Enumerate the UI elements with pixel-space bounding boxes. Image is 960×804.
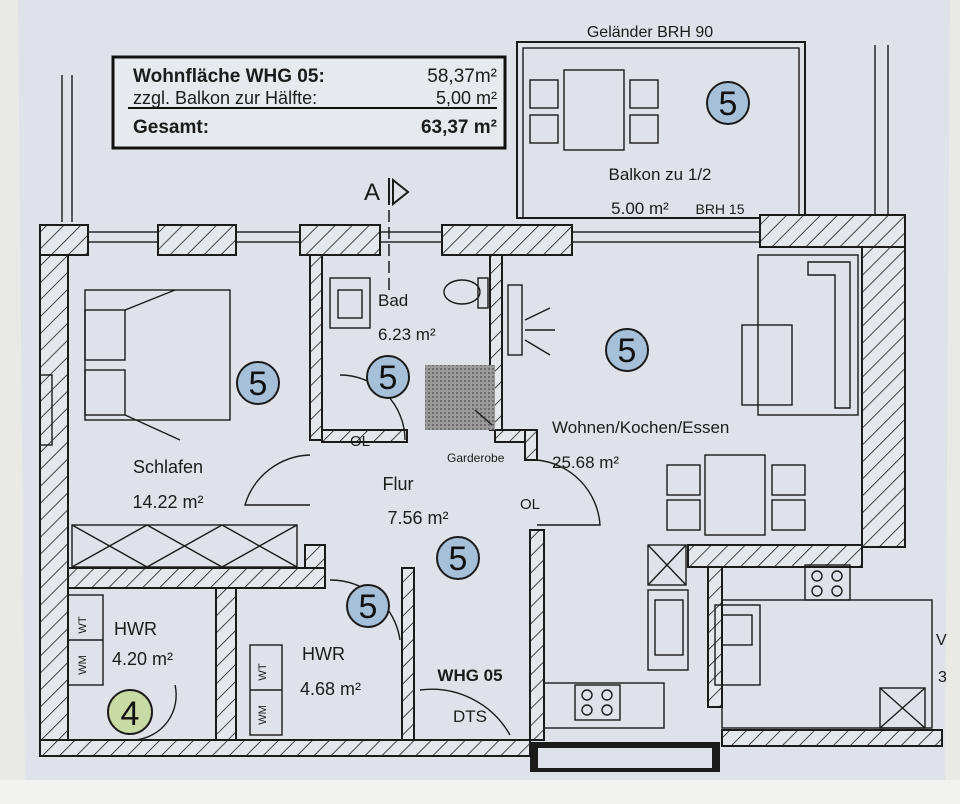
total-label: Gesamt:	[133, 117, 209, 138]
balcony-half-label: zzgl. Balkon zur Hälfte:	[133, 88, 317, 108]
dts-label: DTS	[453, 707, 487, 726]
room-name-bad: Bad	[378, 291, 408, 310]
bathroom-fixtures	[329, 277, 495, 430]
doors	[134, 374, 720, 772]
unit-badge: 5	[605, 328, 649, 372]
section-label: A	[364, 179, 380, 206]
hwr-appliances-right: WT WM	[249, 644, 283, 736]
svg-text:5: 5	[359, 588, 378, 626]
facade-lines	[61, 45, 889, 222]
svg-text:5: 5	[618, 332, 637, 370]
ol-label: OL	[520, 496, 540, 513]
living-area-label: Wohnfläche WHG 05:	[133, 66, 325, 87]
unit-badge: 5	[346, 584, 390, 628]
balcony-area: 5.00 m²	[611, 199, 669, 218]
room-name-flur: Flur	[383, 474, 414, 494]
railing-label: Geländer BRH 90	[587, 24, 713, 41]
washing-machine-label: WM	[257, 705, 269, 725]
room-area-bad: 6.23 m²	[378, 325, 436, 344]
total-value: 63,37 m²	[421, 117, 497, 138]
room-labels: Schlafen 14.22 m² Bad 6.23 m² Wohnen/Koc…	[112, 291, 947, 726]
svg-text:5: 5	[449, 540, 468, 578]
balcony-name: Balkon zu 1/2	[608, 165, 711, 184]
room-area-schlafen: 14.22 m²	[132, 492, 203, 512]
svg-text:5: 5	[249, 365, 268, 403]
shower-tray	[425, 365, 495, 430]
room-area-wohnen: 25.68 m²	[552, 453, 619, 472]
washing-machine-label: WM	[77, 655, 89, 675]
section-marker: A	[364, 177, 410, 290]
balcony-table	[529, 69, 659, 151]
svg-text:4: 4	[121, 695, 140, 733]
kitchen-living-furniture	[507, 254, 933, 729]
svg-text:5: 5	[719, 85, 738, 123]
room-name-wohnen: Wohnen/Kochen/Essen	[552, 418, 729, 437]
walls	[39, 214, 943, 757]
unit-badge-green: 4	[107, 689, 153, 735]
ol-label: OL	[350, 433, 370, 450]
balcony-brh: BRH 15	[695, 201, 744, 217]
svg-text:5: 5	[379, 359, 398, 397]
bed	[84, 289, 231, 441]
washer-dryer-label: WT	[77, 616, 89, 633]
unit-badge: 5	[436, 536, 480, 580]
garderobe-label: Garderobe	[447, 451, 505, 465]
unit-badge: 5	[366, 355, 410, 399]
area-summary-box: Wohnfläche WHG 05: 58,37m² zzgl. Balkon …	[111, 55, 507, 150]
wardrobe	[71, 524, 298, 568]
edge-number: 3	[938, 669, 947, 686]
balcony: Geländer BRH 90 Balkon zu 1/2 5.00 m² BR…	[516, 24, 806, 219]
balcony-half-value: 5,00 m²	[436, 88, 497, 108]
living-area-value: 58,37m²	[427, 66, 497, 87]
hwr-appliances-left: WT WM	[67, 594, 104, 686]
table-surface	[0, 780, 960, 804]
unit-badge: 5	[706, 81, 750, 125]
washer-dryer-label: WT	[257, 663, 269, 680]
room-name-hwr-left: HWR	[114, 619, 157, 639]
room-name-hwr-right: HWR	[302, 644, 345, 664]
unit-label: WHG 05	[437, 666, 502, 685]
room-area-hwr-left: 4.20 m²	[112, 649, 173, 669]
room-area-hwr-right: 4.68 m²	[300, 679, 361, 699]
edge-letter: V	[936, 632, 947, 649]
unit-badges: 5 5 5 5 5 5 4	[107, 81, 750, 735]
room-area-flur: 7.56 m²	[387, 508, 448, 528]
room-name-schlafen: Schlafen	[133, 457, 203, 477]
unit-badge: 5	[236, 361, 280, 405]
